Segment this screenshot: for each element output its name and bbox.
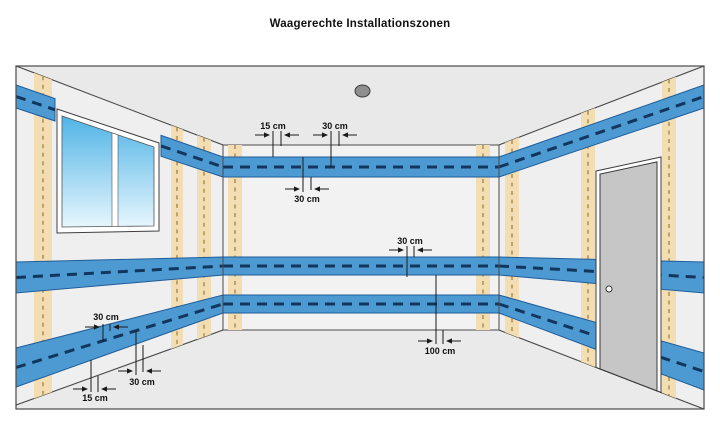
diagram-frame <box>15 65 705 410</box>
dim-middle-zone-height: 100 cm <box>418 275 461 356</box>
ceiling-lamp <box>354 84 371 98</box>
dim-label: 30 cm <box>93 312 119 322</box>
window-glass <box>61 115 155 228</box>
dim-label: 30 cm <box>129 377 155 387</box>
dim-ceiling-zone-width: 30 cm <box>285 157 329 204</box>
dim-ceiling-edge-offset: 15 cm <box>255 121 299 157</box>
dimension-annotations: 15 cm 30 cm 30 cm <box>73 121 461 403</box>
strip-right-c <box>662 76 676 399</box>
dim-ceiling-center: 30 cm <box>313 121 357 167</box>
dim-label: 30 cm <box>322 121 348 131</box>
door-leaf <box>599 161 658 392</box>
door-knob <box>605 285 613 293</box>
dim-floor-center: 30 cm <box>85 312 128 342</box>
window <box>56 108 160 234</box>
strip-left-a <box>34 72 52 399</box>
dim-label: 30 cm <box>397 236 423 246</box>
dim-floor-zone-width: 30 cm <box>118 331 161 387</box>
strip-back-right <box>476 145 490 330</box>
dim-floor-edge-offset: 15 cm <box>73 360 116 403</box>
strip-left-c <box>197 135 211 340</box>
dim-middle-zone-width: 30 cm <box>389 236 432 277</box>
strip-right-b <box>581 108 595 367</box>
dim-label: 15 cm <box>260 121 286 131</box>
door <box>595 156 662 394</box>
window-mullion <box>111 132 119 227</box>
strip-left-b <box>171 125 183 349</box>
dim-label: 15 cm <box>82 393 108 403</box>
strip-back-left <box>228 145 242 330</box>
dim-label: 100 cm <box>425 346 456 356</box>
diagram-title: Waagerechte Installationszonen <box>269 18 451 30</box>
dim-label: 30 cm <box>294 194 320 204</box>
